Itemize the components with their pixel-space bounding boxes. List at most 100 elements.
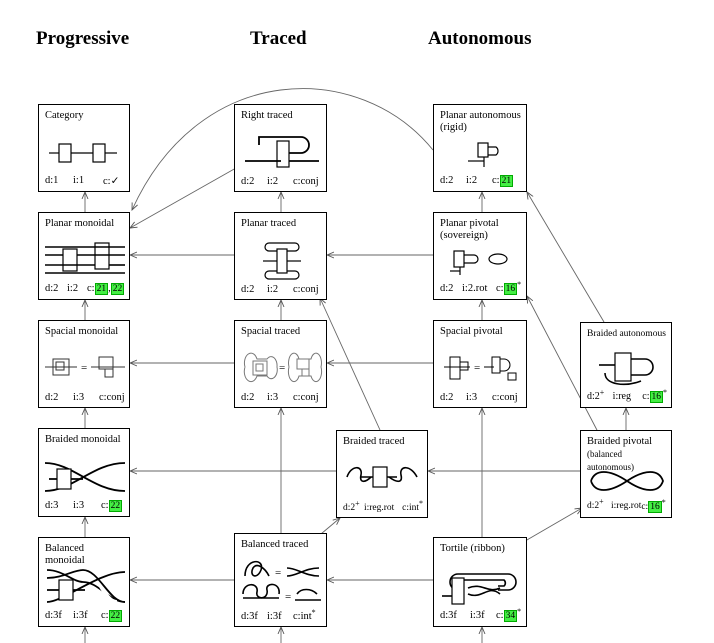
box-balanced-traced: Balanced traced = = d:3f i:3f c:int* [234,533,327,627]
reference-link[interactable]: 21 [499,175,514,187]
dimension-label: d:2 [440,392,454,403]
box-category: Category d:1 i:1 c:✓ [38,104,130,192]
dimension-label: d:2 [45,283,59,294]
braided-autonomous-diagram-icon [599,352,654,386]
column-header-progressive: Progressive [36,28,130,49]
invariant-label: i:reg.rot [611,501,642,511]
box-tortile: Tortile (ribbon) d:3f i:3f c:34* [433,537,527,627]
category-diagram-icon [49,143,117,163]
invariant-label: i:3f [267,611,282,622]
box-braided-autonomous: Braided autonomous d:2+ i:reg c:16* [580,322,672,408]
coherence-label: c:conj [99,392,125,403]
reference-link[interactable]: 16 [649,391,663,403]
dimension-label: d:3 [45,500,59,511]
invariant-label: i:3 [267,392,279,403]
box-title: Spacial traced [241,326,301,337]
invariant-label: i:3 [73,500,85,511]
reference-link[interactable]: 34 [503,610,518,622]
tortile-diagram-icon [442,573,517,605]
balanced-monoidal-diagram-icon [46,568,126,604]
box-title: Balanced monoidal [45,543,85,566]
box-footer: d:3f i:3f c:34* [440,606,522,622]
dimension-label: d:2 [440,283,454,294]
box-title: Planar traced [241,218,297,229]
coherence-label: c:22 [101,500,123,512]
invariant-label: i:2.rot [462,283,488,294]
invariant-label: i:3f [470,610,485,621]
invariant-label: i:3 [466,392,478,403]
box-spacial-traced: Spacial traced = d:2 i:3 c:conj [234,320,327,408]
box-footer: d:3f i:3f c:22 [45,610,125,622]
box-braided-monoidal: Braided monoidal d:3 i:3 c:22 [38,428,130,517]
coherence-label: c:16* [496,279,522,295]
dimension-label: d:1 [45,175,59,186]
braided-traced-diagram-icon [346,466,418,488]
dimension-label: d:2+ [587,387,605,402]
coherence-label: c:34* [496,606,522,622]
balanced-traced-diagram-icon: = = [242,560,321,603]
dimension-label: d:2 [241,392,255,403]
invariant-label: i:1 [73,175,85,186]
arrow-braided-autonomous-to-planar-autonomous [527,192,605,323]
box-title: Tortile (ribbon) [440,543,505,554]
box-footer: d:2 i:2 c:conj [241,284,322,295]
spacial-traced-diagram-icon: = [243,352,323,383]
column-header-traced: Traced [250,28,307,49]
svg-text:=: = [474,362,480,374]
invariant-label: i:3 [73,392,85,403]
column-header-autonomous: Autonomous [428,28,532,49]
braided-pivotal-diagram-icon [590,471,664,491]
box-title: Braided monoidal [45,434,121,445]
coherence-label: c:int* [402,498,423,513]
braided-monoidal-diagram-icon [44,462,126,494]
coherence-label: c:conj [293,284,319,295]
coherence-label: c:16* [642,387,667,403]
box-title: Balanced traced [241,539,309,550]
box-braided-pivotal: Braided pivotal(balanced autonomous) d:2… [580,430,672,518]
coherence-label: c:22 [101,610,123,622]
box-footer: d:2 i:2.rot c:16* [440,279,522,295]
reference-link[interactable]: 16 [503,283,518,295]
dimension-label: d:3f [440,610,457,621]
arrow-planar-autonomous-to-planar-monoidal [132,88,434,210]
reference-link[interactable]: 22 [108,500,123,512]
box-planar-monoidal: Planar monoidal d:2 i:2 c:21,22 [38,212,130,300]
arrow-right-traced-to-planar-monoidal [130,167,237,228]
coherence-label: c:conj [492,392,518,403]
box-footer: d:3 i:3 c:22 [45,500,125,512]
right-traced-diagram-icon [245,136,319,168]
reference-link[interactable]: 21 [94,283,109,295]
spacial-pivotal-diagram-icon: = [444,356,517,381]
invariant-label: i:2 [267,284,279,295]
box-title: Braided pivotal(balanced autonomous) [587,436,653,472]
box-title: Category [45,110,84,121]
arrow-braided-traced-to-planar-traced [320,298,381,431]
reference-link[interactable]: 22 [108,610,123,622]
box-planar-pivotal: Planar pivotal(sovereign) d:2 i:2.rot c:… [433,212,527,300]
invariant-label: i:2 [267,176,279,187]
box-spacial-pivotal: Spacial pivotal = d:2 i:3 c:conj [433,320,527,408]
box-spacial-monoidal: Spacial monoidal = d:2 i:3 c:conj [38,320,130,408]
box-footer: d:2 i:2 c:conj [241,176,322,187]
dimension-label: d:2 [45,392,59,403]
box-right-traced: Right traced d:2 i:2 c:conj [234,104,327,192]
box-title: Planar monoidal [45,218,115,229]
box-title: Planar pivotal(sovereign) [440,218,499,241]
svg-text:=: = [285,591,291,603]
invariant-label: i:reg.rot [363,503,395,513]
box-title: Planar autonomous(rigid) [440,110,521,133]
coherence-label: c:21 [492,175,514,187]
dimension-label: d:3f [45,610,62,621]
planar-traced-diagram-icon [263,242,301,280]
dimension-label: d:2 [241,176,255,187]
reference-link[interactable]: 16 [648,501,662,513]
svg-text:=: = [279,362,285,374]
dimension-label: d:2+ [343,498,360,513]
invariant-label: i:reg [612,391,631,402]
reference-link[interactable]: 22 [110,283,125,295]
coherence-label: c:✓ [103,176,120,187]
arrow-braided-pivotal-to-planar-pivotal [527,296,599,433]
box-planar-autonomous: Planar autonomous(rigid) d:2 i:2 c:21 [433,104,527,192]
box-footer: d:3f i:3f c:int* [241,608,322,622]
